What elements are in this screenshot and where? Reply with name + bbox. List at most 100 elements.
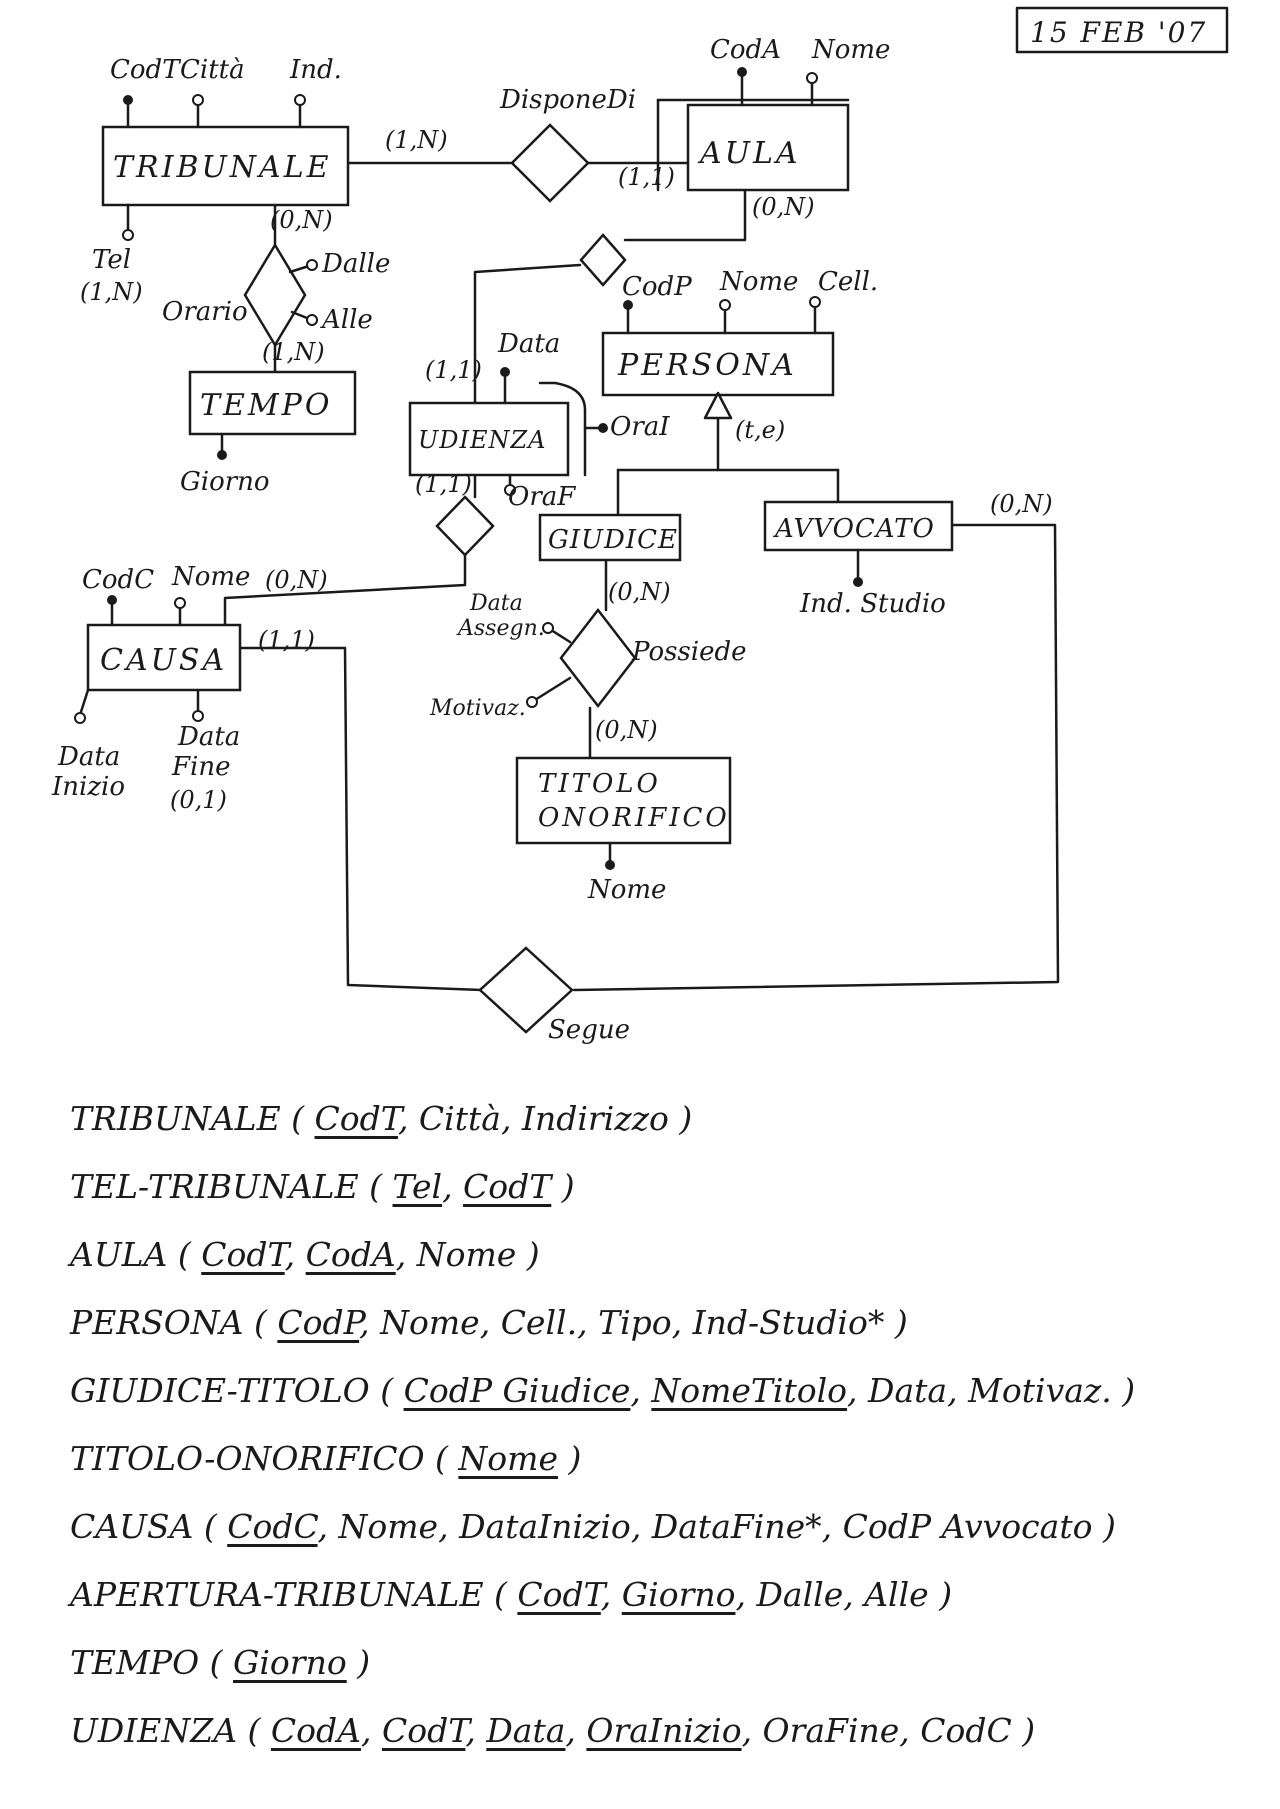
schema-row: CAUSA ( CodC, Nome, DataInizio, DataFine…: [70, 1507, 1116, 1546]
attr-data-fine-1: Data: [177, 722, 240, 752]
entity-tribunale: TRIBUNALE: [101, 125, 350, 207]
card-causa-udienza: (0,N): [265, 566, 328, 594]
attr-data-inizio-2: Inizio: [51, 772, 125, 802]
schema-key-attribute: Tel: [392, 1167, 443, 1206]
card-titolo-possiede: (0,N): [595, 716, 658, 744]
relationship-segue: Segue: [478, 946, 630, 1045]
schema-key-attribute: Giorno: [621, 1575, 736, 1614]
attr-cell: Cell.: [818, 267, 878, 297]
attr-causa-nome: Nome: [171, 562, 250, 592]
schema-attribute: Indirizzo: [521, 1099, 669, 1138]
card-aula-udienza: (0,N): [752, 193, 815, 221]
attr-oraf: OraF: [508, 482, 576, 512]
entity-persona: PERSONA: [601, 331, 835, 397]
schema-attribute: Alle: [864, 1575, 929, 1614]
relationship-segue-label: Segue: [548, 1015, 630, 1045]
attr-ind: Ind.: [289, 55, 342, 85]
relationship-udienza-causa: [435, 495, 495, 557]
schema-row: AULA ( CodT, CodA, Nome ): [70, 1235, 540, 1274]
attr-titolo-nome: Nome: [587, 875, 666, 905]
schema-attribute: CodP Avvocato: [842, 1507, 1093, 1546]
entity-titolo-label-1: TITOLO: [538, 769, 661, 799]
schema-attribute: Città: [418, 1099, 501, 1138]
schema-attribute: Cell.: [500, 1303, 578, 1342]
schema-row: TITOLO-ONORIFICO ( Nome ): [70, 1439, 582, 1478]
attr-giorno: Giorno: [180, 467, 270, 497]
attr-data-assegn-2: Assegn.: [456, 616, 545, 641]
schema-relation-name: UDIENZA: [70, 1711, 238, 1750]
entity-udienza-label: UDIENZA: [418, 426, 546, 454]
card-tel: (1,N): [80, 278, 143, 306]
schema-attribute: Data: [868, 1371, 948, 1410]
schema-key-attribute: Nome: [458, 1439, 558, 1478]
schema-key-attribute: NomeTitolo: [651, 1371, 848, 1410]
schema-row: TRIBUNALE ( CodT, Città, Indirizzo ): [70, 1099, 693, 1138]
schema-key-attribute: CodT: [463, 1167, 552, 1206]
schema-relation-name: PERSONA: [70, 1303, 244, 1342]
entity-titolo-label-2: ONORIFICO: [538, 803, 730, 833]
schema-key-attribute: Giorno: [233, 1643, 347, 1682]
attr-citta: Città: [180, 55, 245, 85]
schema-key-attribute: CodC: [227, 1507, 318, 1546]
date-stamp: 15 FEB '07: [1015, 6, 1229, 54]
schema-relation-name: GIUDICE-TITOLO: [70, 1371, 370, 1410]
schema-attribute: Nome: [380, 1303, 480, 1342]
schema-key-attribute: CodT: [201, 1235, 285, 1274]
card-udienza-causa: (1,1): [415, 470, 472, 498]
relationship-dispone-di: DisponeDi: [499, 85, 636, 203]
relationship-aula-udienza: [579, 233, 627, 287]
relationship-possiede: Possiede: [559, 607, 747, 709]
attr-udienza-data: Data: [497, 329, 560, 359]
schema-attribute: Nome: [338, 1507, 439, 1546]
schema-relation-name: TRIBUNALE: [70, 1099, 281, 1138]
card-tempo-orario: (1,N): [262, 338, 325, 366]
schema-key-attribute: CodA: [305, 1235, 396, 1274]
card-data-fine: (0,1): [170, 786, 227, 814]
relationship-orario-label: Orario: [162, 297, 248, 327]
schema-relation-name: AULA: [70, 1235, 168, 1274]
schema-key-attribute: CodP Giudice: [403, 1371, 631, 1410]
schema-relation-name: TEL-TRIBUNALE: [70, 1167, 359, 1206]
attr-alle: Alle: [320, 305, 373, 335]
attr-codp: CodP: [622, 272, 692, 302]
schema-attribute: CodC: [920, 1711, 1012, 1750]
schema-attribute: Nome: [416, 1235, 517, 1274]
entity-avvocato: AVVOCATO: [763, 500, 954, 552]
generalization-arrow-icon: [703, 391, 733, 420]
connection-lines: [223, 161, 1060, 992]
schema-attribute: Ind-Studio*: [692, 1303, 885, 1342]
entity-tempo-label: TEMPO: [200, 388, 332, 423]
attr-persona-nome: Nome: [719, 267, 798, 297]
entity-avvocato-label: AVVOCATO: [773, 514, 935, 544]
relationship-orario: Orario: [162, 242, 307, 348]
card-giudice-possiede: (0,N): [608, 578, 671, 606]
schema-key-attribute: CodT: [314, 1099, 398, 1138]
schema-relation-name: TEMPO: [70, 1643, 200, 1682]
schema-key-attribute: CodP: [277, 1303, 360, 1342]
schema-row: UDIENZA ( CodA, CodT, Data, OraInizio, O…: [70, 1711, 1036, 1750]
entity-aula: AULA: [656, 98, 850, 192]
entity-causa-label: CAUSA: [100, 643, 227, 678]
schema-row: GIUDICE-TITOLO ( CodP Giudice, NomeTitol…: [70, 1371, 1136, 1410]
schema-relation-name: CAUSA: [70, 1507, 194, 1546]
schema-row: APERTURA-TRIBUNALE ( CodT, Giorno, Dalle…: [70, 1575, 953, 1614]
entity-causa: CAUSA: [86, 623, 242, 692]
relational-schema: TRIBUNALE ( CodT, Città, Indirizzo ) TEL-…: [70, 1085, 1260, 1765]
schema-key-attribute: OraInizio: [586, 1711, 742, 1750]
relationship-possiede-label: Possiede: [631, 637, 747, 667]
schema-row: TEL-TRIBUNALE ( Tel, CodT ): [70, 1167, 575, 1206]
card-causa-segue: (1,1): [258, 626, 315, 654]
schema-row: TEMPO ( Giorno ): [70, 1643, 371, 1682]
schema-attribute: DataFine*: [651, 1507, 822, 1546]
schema-relation-name: APERTURA-TRIBUNALE: [70, 1575, 484, 1614]
card-tribunale-dispone: (1,N): [385, 126, 448, 154]
schema-attribute: DataInizio: [459, 1507, 631, 1546]
schema-key-attribute: CodT: [381, 1711, 466, 1750]
entity-persona-label: PERSONA: [617, 348, 797, 383]
date-text: 15 FEB '07: [1030, 16, 1207, 49]
attr-orai: OraI: [610, 412, 670, 442]
schema-attribute: Dalle: [756, 1575, 844, 1614]
entity-titolo-onorifico: TITOLO ONORIFICO: [515, 756, 732, 845]
entity-aula-label: AULA: [697, 136, 801, 171]
